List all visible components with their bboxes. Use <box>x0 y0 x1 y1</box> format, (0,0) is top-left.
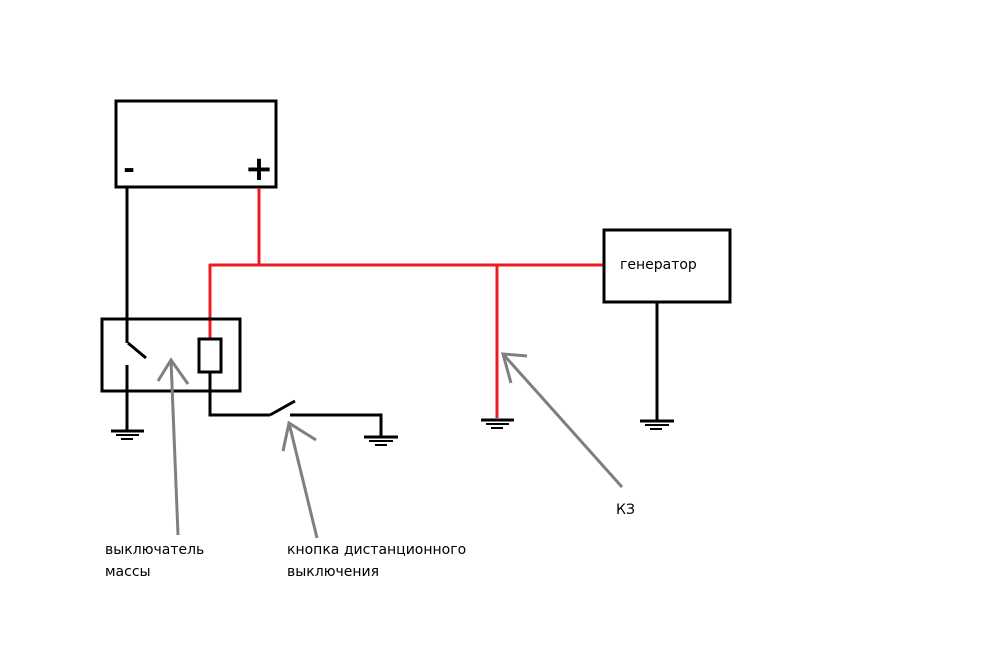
short-circuit-label-text: КЗ <box>616 502 635 518</box>
mass-switch-label-line1: выключатель <box>105 542 205 558</box>
button-ground-wire <box>290 413 383 436</box>
relay-coil <box>197 337 223 374</box>
positive-bus <box>208 188 604 418</box>
coil-wire <box>208 372 270 417</box>
generator <box>602 228 732 421</box>
mass-switch-label: выключатель массы <box>105 539 204 583</box>
battery-body <box>114 99 278 189</box>
mass-switch-relay <box>100 317 270 430</box>
short-circuit-label: КЗ <box>616 499 635 521</box>
button-contact <box>269 399 296 417</box>
remote-off-button <box>269 399 383 436</box>
ground-icon <box>640 419 674 430</box>
relay-contact <box>127 341 147 360</box>
ground-icon <box>481 418 514 429</box>
arrow-icon <box>156 357 190 536</box>
remote-button-label: кнопка дистанционного выключения <box>287 539 466 583</box>
remote-button-label-line1: кнопка дистанционного <box>287 542 467 558</box>
arrow-icon <box>500 352 624 489</box>
remote-button-label-line2: выключения <box>287 564 380 580</box>
arrow-icon <box>281 420 319 539</box>
battery-minus-terminal: - <box>123 152 135 185</box>
mass-switch-label-line2: массы <box>105 564 151 580</box>
generator-label: генератор <box>620 257 697 273</box>
generator-body <box>602 228 732 304</box>
ground-icon <box>111 429 144 440</box>
battery-plus-terminal: + <box>245 149 274 189</box>
battery <box>114 99 278 189</box>
ground-icon <box>364 435 398 446</box>
